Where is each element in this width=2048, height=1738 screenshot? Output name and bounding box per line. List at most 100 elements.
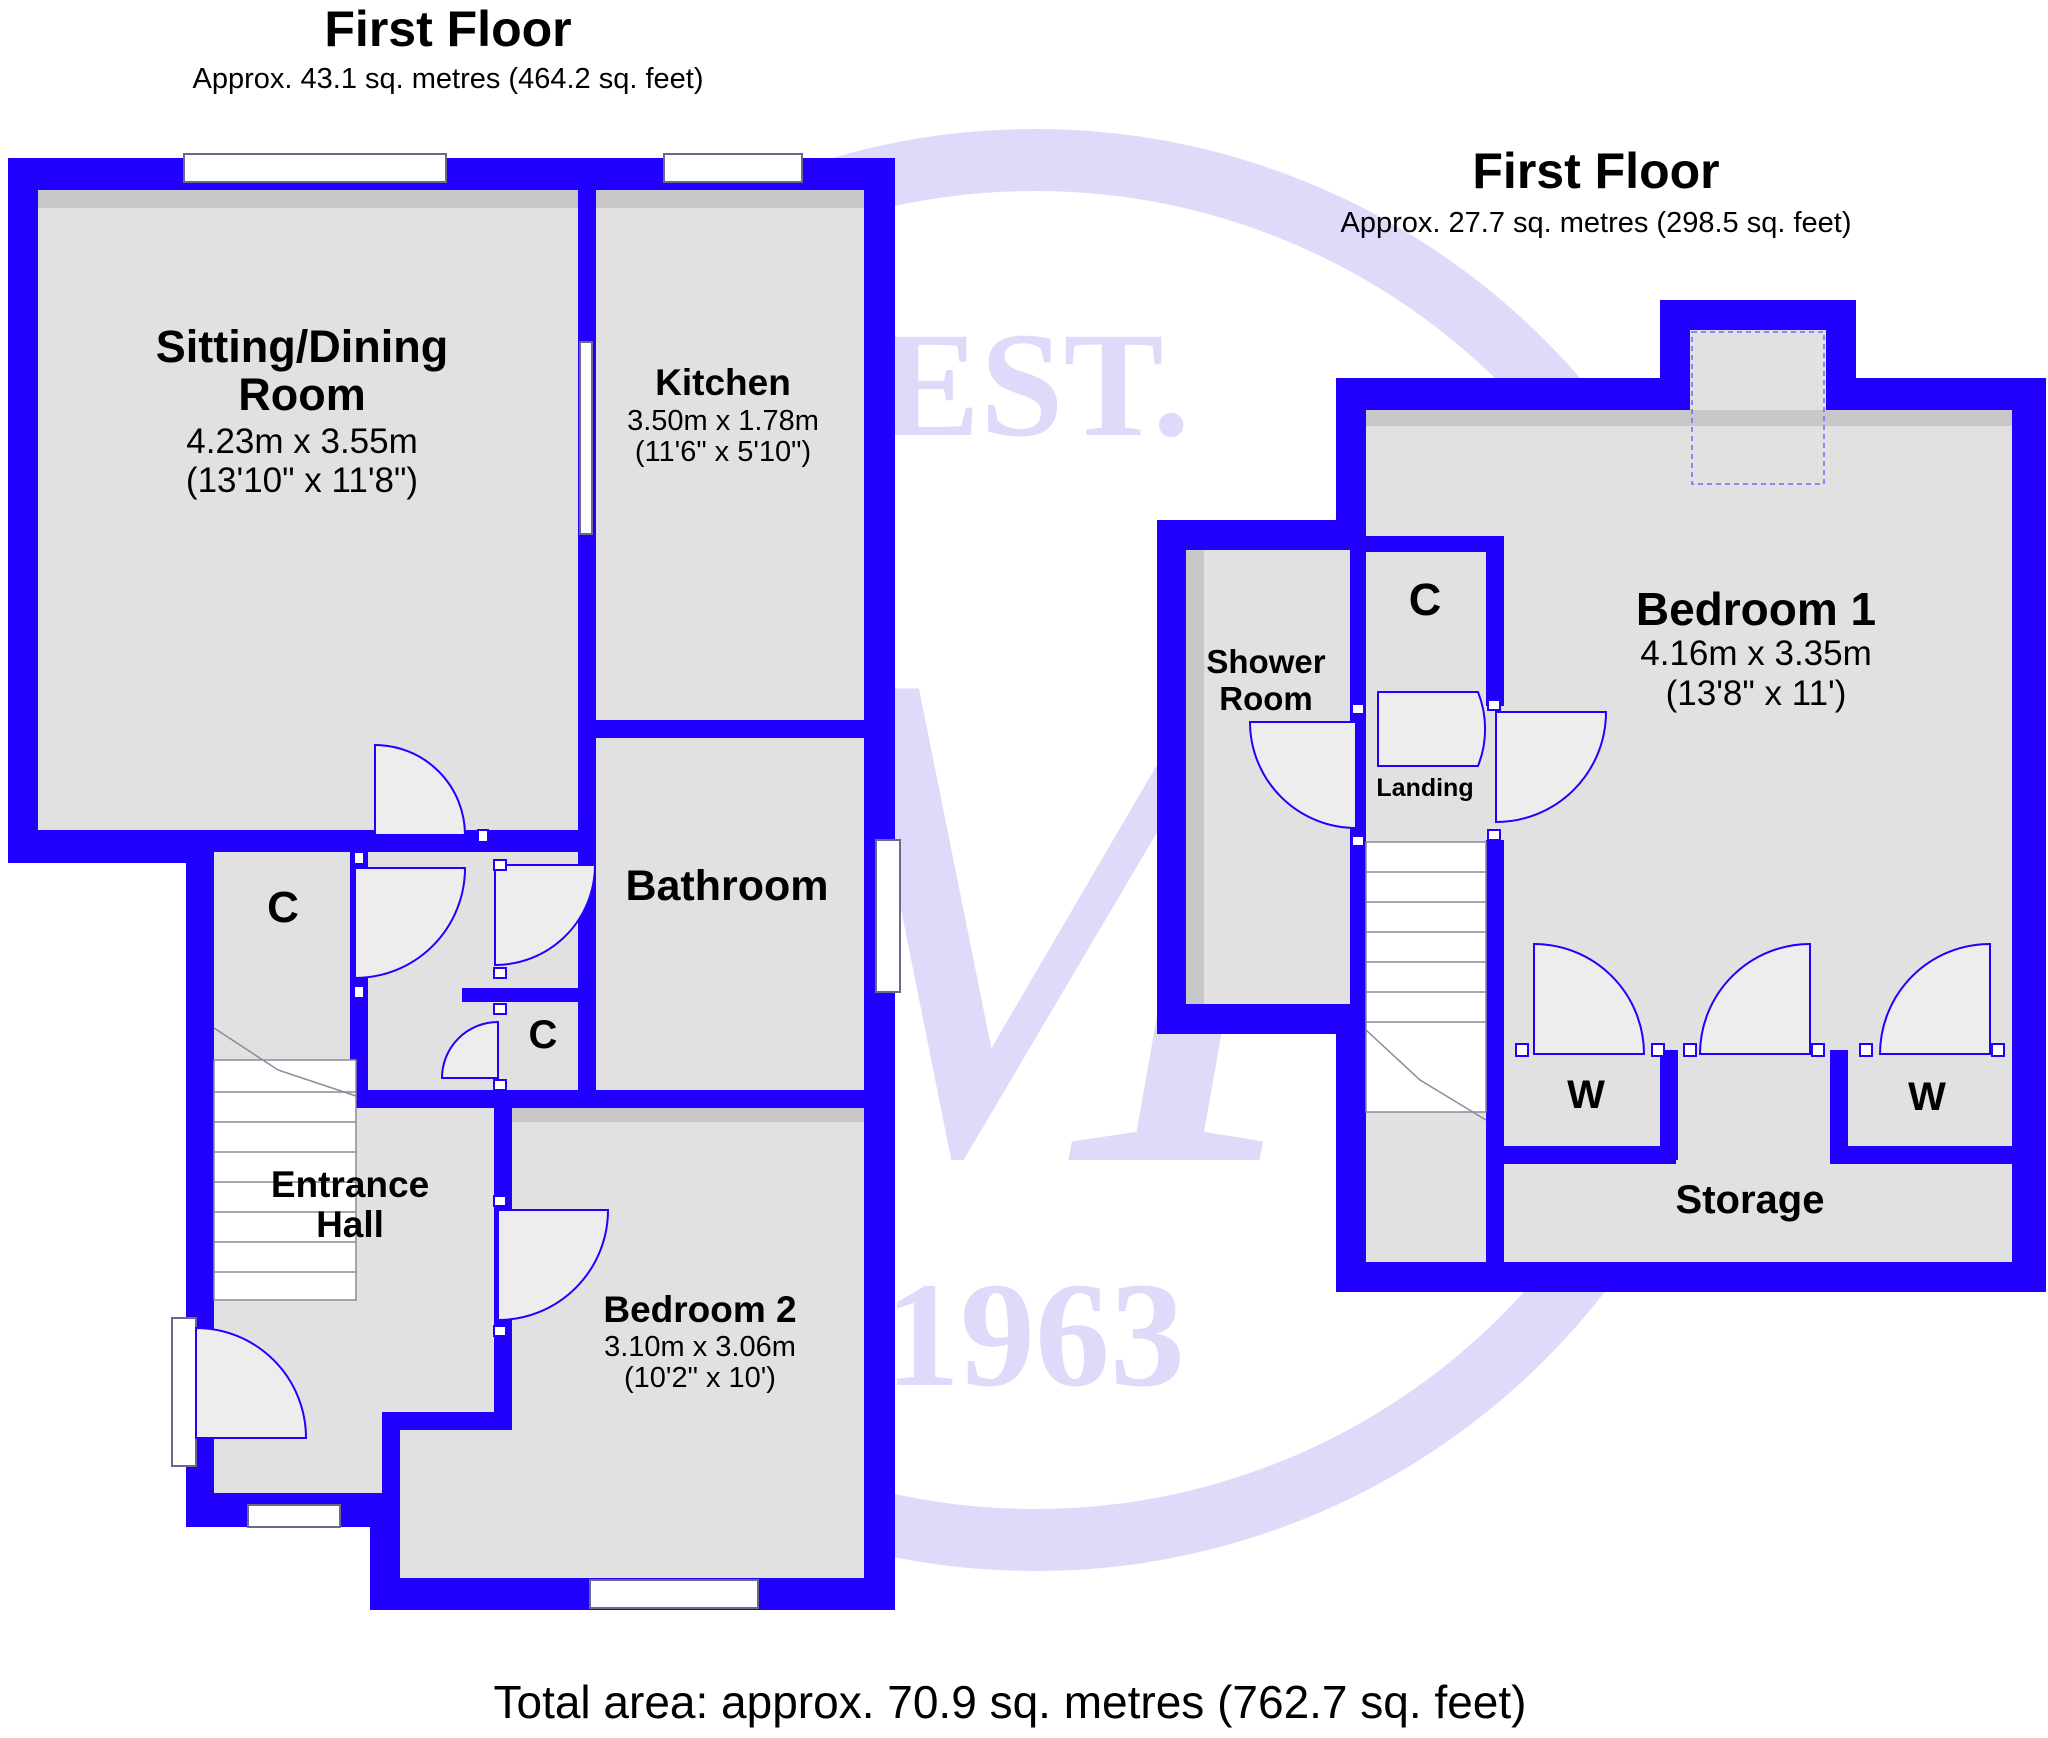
watermark-est: EST.: [880, 302, 1190, 468]
jamb-7: [493, 1079, 507, 1091]
room-label-sitting-dining: Sitting/Dining: [156, 321, 448, 372]
door-closet: [354, 867, 467, 980]
wall-bath-bedroom: [494, 1090, 864, 1108]
door-small-cupboard: [440, 1020, 499, 1079]
jamb-3: [353, 985, 365, 999]
bathroom-floor: [596, 738, 864, 1090]
left-floor-title: First Floor: [324, 1, 571, 57]
room-label-bedroom-2: Bedroom 2: [603, 1289, 796, 1330]
door-wardrobe-2: [1878, 942, 1991, 1055]
wall-w1-right: [1660, 1050, 1678, 1160]
wall-kitchen-bath: [596, 720, 864, 738]
room-label-wardrobe-2: W: [1908, 1075, 1946, 1119]
room-dims-sitting-dining-m: 4.23m x 3.55m: [186, 422, 418, 461]
total-area: Total area: approx. 70.9 sq. metres (762…: [493, 1676, 1526, 1728]
jamb-r5: [1515, 1043, 1529, 1057]
door-front: [195, 1326, 308, 1439]
opening-kitchen: [579, 341, 593, 535]
wall-stair-right: [1486, 840, 1504, 1270]
jamb-r9: [1859, 1043, 1873, 1057]
jamb-2: [477, 829, 489, 843]
jamb-r2: [1487, 829, 1501, 841]
door-storage: [1698, 942, 1811, 1055]
front-door-frame: [171, 1317, 197, 1467]
door-landing-cupboard: [1377, 691, 1487, 767]
shade-bedroom: [1366, 410, 2012, 426]
shade-shower: [1186, 550, 1204, 1004]
door-bedroom-2: [497, 1209, 610, 1322]
door-bedroom-1: [1495, 711, 1608, 824]
room-label-closet-c: C: [267, 883, 299, 932]
wall-cupboard-top: [462, 988, 594, 1002]
floor-plan-right: [1157, 300, 2046, 1292]
wall-shower-bottom: [1350, 1004, 1366, 1030]
watermark-year: 1963: [885, 1252, 1185, 1418]
wall-bath-cupboard: [578, 992, 596, 1090]
jamb-1: [353, 851, 365, 865]
window-sitting: [183, 153, 447, 183]
wall-cupboard-right: [1486, 536, 1504, 706]
bedroom-2-floor: [512, 1108, 864, 1578]
staircase-right: [1365, 841, 1487, 1113]
jamb-r10: [1991, 1043, 2005, 1057]
right-floor-area: Approx. 27.7 sq. metres (298.5 sq. feet): [1341, 207, 1852, 239]
room-label-landing: Landing: [1376, 774, 1473, 802]
room-label-cupboard-c: C: [529, 1013, 558, 1057]
jamb-4: [493, 967, 507, 979]
wall-hall-bottom-side: [382, 1430, 400, 1580]
jamb-8: [493, 1195, 507, 1207]
room-label-bathroom: Bathroom: [625, 862, 828, 910]
wall-shower-landing: [1350, 536, 1366, 1026]
window-hall: [247, 1504, 341, 1528]
room-dims-bedroom-1-m: 4.16m x 3.35m: [1640, 634, 1872, 673]
room-dims-kitchen-ft: (11'6" x 5'10"): [635, 436, 811, 468]
window-bathroom: [875, 839, 901, 993]
door-wardrobe-1: [1533, 942, 1646, 1055]
door-bathroom: [494, 864, 597, 967]
room-label-entrance-hall-line2: Hall: [316, 1204, 384, 1245]
skylight-outline: [1691, 331, 1825, 485]
window-bedroom-2: [589, 1579, 759, 1609]
jamb-r8: [1811, 1043, 1825, 1057]
staircase-right-steps: [1365, 871, 1487, 1121]
room-dims-bedroom-2-ft: (10'2" x 10'): [624, 1362, 776, 1394]
kitchen-floor: [596, 190, 864, 720]
room-label-shower-room: Shower: [1206, 643, 1325, 680]
room-dims-bedroom-1-ft: (13'8" x 11'): [1666, 674, 1847, 713]
staircase-left: [213, 1059, 357, 1301]
shade-2: [596, 190, 864, 208]
room-label-sitting-dining-line2: Room: [238, 369, 366, 420]
jamb-r4: [1487, 699, 1501, 711]
room-label-bedroom-1: Bedroom 1: [1636, 583, 1876, 635]
window-kitchen: [663, 153, 803, 183]
wall-w2-bottom: [1830, 1146, 2012, 1164]
jamb-5: [493, 859, 507, 871]
jamb-r1: [1351, 835, 1365, 847]
room-label-storage: Storage: [1676, 1178, 1825, 1222]
room-label-landing-cupboard-c: C: [1409, 574, 1442, 625]
staircase-left-steps: [213, 1027, 357, 1273]
wall-hall-bottom: [382, 1412, 512, 1430]
shade-1: [38, 190, 578, 208]
room-dims-sitting-dining-ft: (13'10" x 11'8"): [186, 461, 418, 500]
right-floor-title: First Floor: [1472, 143, 1719, 199]
floor-plan-left: [8, 153, 901, 1610]
room-dims-bedroom-2-m: 3.10m x 3.06m: [604, 1331, 796, 1363]
jamb-6: [493, 1003, 507, 1015]
wall-cupboard-top: [1366, 536, 1504, 552]
shade-3: [512, 1108, 864, 1122]
jamb-r7: [1683, 1043, 1697, 1057]
room-label-shower-room-line2: Room: [1219, 680, 1313, 717]
closet-floor: [214, 852, 350, 1090]
jamb-r6: [1651, 1043, 1665, 1057]
door-sitting-room: [374, 743, 467, 836]
wall-w1-bottom: [1486, 1146, 1676, 1164]
wall-w2-left: [1830, 1050, 1848, 1160]
wall-sitting-bottom: [186, 830, 596, 852]
jamb-9: [493, 1325, 507, 1337]
sitting-dining-floor: [38, 190, 578, 830]
dormer-floor: [1690, 330, 1826, 420]
bedroom-2-alcove: [400, 1430, 520, 1578]
room-label-kitchen: Kitchen: [655, 362, 791, 403]
